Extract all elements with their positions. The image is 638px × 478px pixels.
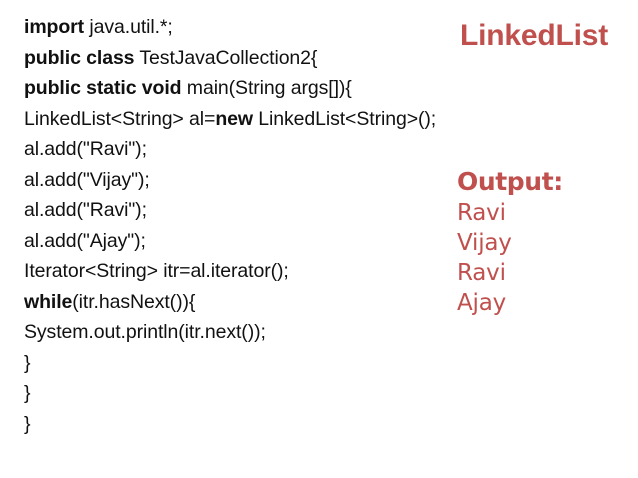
code-line: } [24,382,31,404]
output-heading: Output: [457,167,563,196]
code-line: public static void main(String args[]){ [24,77,352,99]
code-line: public class TestJavaCollection2{ [24,46,318,69]
code-line: } [24,412,31,435]
code-line: al.add("Ravi"); [24,199,147,221]
code-line: LinkedList<String> al=new LinkedList<Str… [24,107,437,130]
code-listing: import java.util.*; public class TestJava… [24,12,444,439]
code-line: al.add("Vijay"); [24,168,150,191]
code-line: } [24,351,31,374]
code-line: System.out.println(itr.next()); [24,321,266,343]
output-item: Ravi [457,200,506,226]
code-line: Iterator<String> itr=al.iterator(); [24,260,289,282]
code-line: al.add("Ajay"); [24,229,146,252]
output-item: Vijay [457,230,512,256]
code-line: import java.util.*; [24,16,173,38]
code-line: al.add("Ravi"); [24,138,147,160]
page-title: LinkedList [460,19,609,52]
output-item: Ajay [457,290,507,316]
output-item: Ravi [457,260,506,286]
code-line: while(itr.hasNext()){ [24,290,196,313]
